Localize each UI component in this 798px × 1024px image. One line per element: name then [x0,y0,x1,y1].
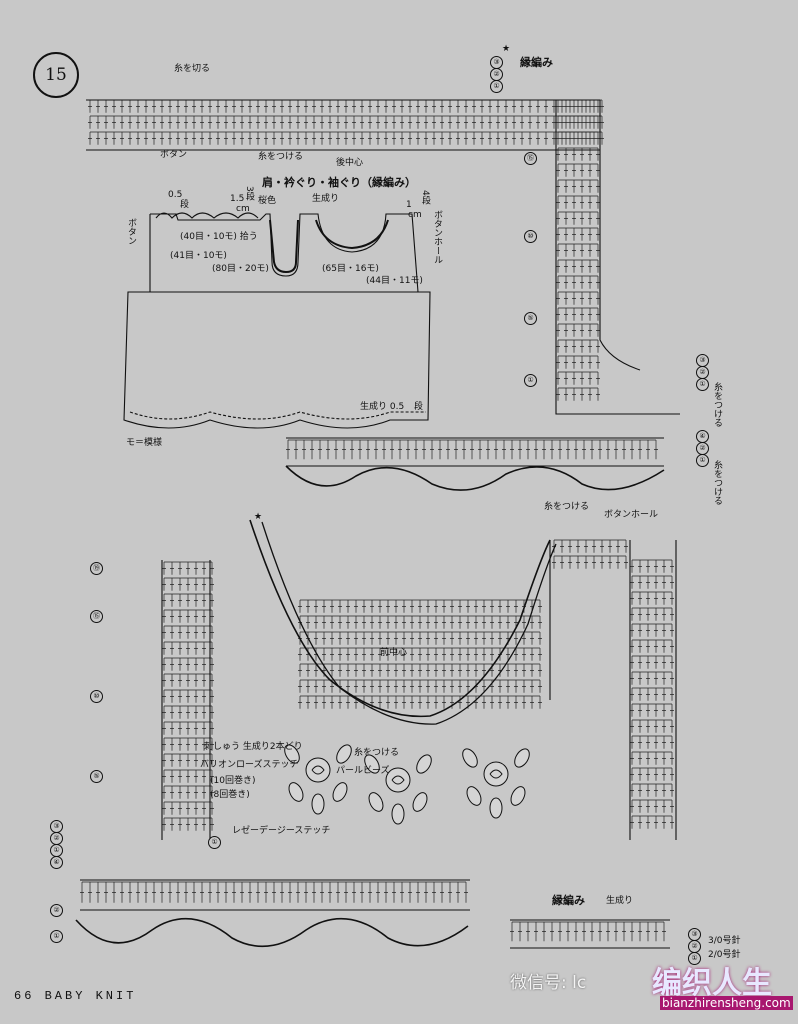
edging-sample-stitches [510,921,666,942]
front-label-attach-yarn: 糸をつける [544,502,590,512]
dim-15-left: 1.5 [230,194,245,204]
hook-size-1: 3/0号針 [708,936,741,946]
back-label-attach-yarn: 糸をつける [712,382,722,427]
dim-65: (65目・16モ) [322,264,379,274]
dim-40: (40目・10モ) 拾う [180,232,258,242]
dim-05-top-unit: 段 [180,200,190,210]
label-button-top: ボタン [160,150,188,160]
edging-row-3: ③ [688,928,701,941]
front-star: ★ [254,512,263,522]
label-attach-yarn-front-2: 糸をつける [354,748,400,758]
dim-15-left-unit: cm [236,204,250,214]
dim-hem-unit: 段 [414,402,424,412]
dim-41: (41目・10モ) [170,251,227,261]
back-row-10: ⑩ [524,230,537,243]
front-right-stitches [630,559,674,829]
dim-4-row: 4段 [420,190,430,205]
front-left-stitches [162,561,214,831]
label-pearl-beads: パールビーズ [336,766,390,776]
label-lazy-daisy: レゼーデージーステッチ [232,826,331,836]
legend-motif: モ＝模様 [126,438,163,448]
schematic-title: 肩・衿ぐり・袖ぐり（縁編み） [262,176,416,189]
label-yarn-cut-left: 糸を切る [174,64,211,74]
label-10-wraps: (10回巻き) [210,776,256,786]
row-mark-top-1: ① [490,80,503,93]
bullion-rose-1 [284,744,352,815]
back-hem-stitches [286,439,658,460]
front-body-stitches [298,599,542,709]
dim-1-right-unit: cm [408,210,422,220]
dim-hem: 生成り 0.5 [360,402,405,412]
top-strip-stitches [88,99,604,145]
dim-1-right: 1 [406,200,412,210]
front-row-10: ⑩ [90,690,103,703]
wechat-watermark: 微信号: lc [510,973,587,993]
back-row-15: ⑮ [524,152,537,165]
back-row-1: ① [524,374,537,387]
label-bullion: バリオンローズステッチ [200,760,299,770]
front-hem-stitches [80,881,468,903]
edging-sample-color: 生成り [606,896,634,906]
label-buttonhole-right: ボタンホール [432,210,442,264]
front-edge-4: ④ [50,856,63,869]
url-watermark: bianzhirensheng.com [660,996,793,1010]
front-shoulder-stitches [552,539,628,569]
front-edge-2b: ② [50,904,63,917]
edging-sample-title: 縁編み [552,894,585,907]
dim-05-top: 0.5 [168,190,183,200]
back-label-attach-yarn-2: 糸をつける [712,460,722,505]
edging-row-1: ① [688,952,701,965]
dim-3-row: 3段 [244,186,254,201]
front-row-15: ⑮ [90,610,103,623]
page-footer: 66 BABY KNIT [14,989,137,1003]
label-star-top: ★ [502,44,511,54]
back-row-5: ⑤ [524,312,537,325]
bullion-rose-3 [462,748,530,819]
hook-size-2: 2/0号針 [708,950,741,960]
back-right-stitches [556,99,600,401]
label-embroidery: 刺しゅう 生成り2本どり [204,742,303,752]
front-label-center: 前中心 [380,648,408,658]
front-row-19: ⑲ [90,562,103,575]
label-8-wraps: (8回巻き) [210,790,250,800]
front-edge-1b: ① [50,930,63,943]
front-label-buttonhole: ボタンホール [604,510,659,520]
label-attach-yarn-top: 糸をつける [258,152,304,162]
front-row-5: ⑤ [90,770,103,783]
pattern-number-badge: 15 [33,52,79,98]
label-back-center: 後中心 [336,158,364,168]
bullion-rose-2 [364,754,432,825]
dim-44: (44目・11モ) [366,276,423,286]
front-row-1: ① [208,836,221,849]
dim-80: (80目・20モ) [212,264,269,274]
label-pink: 桜色 [258,196,277,206]
label-button-left: ボタン [126,218,136,245]
label-undyed-top: 生成り [312,194,340,204]
back-edge-1b: ① [696,454,709,467]
label-edging-top: 縁編み [520,56,553,69]
back-edge-1: ① [696,378,709,391]
brand-watermark: 编织人生 [652,966,772,1001]
